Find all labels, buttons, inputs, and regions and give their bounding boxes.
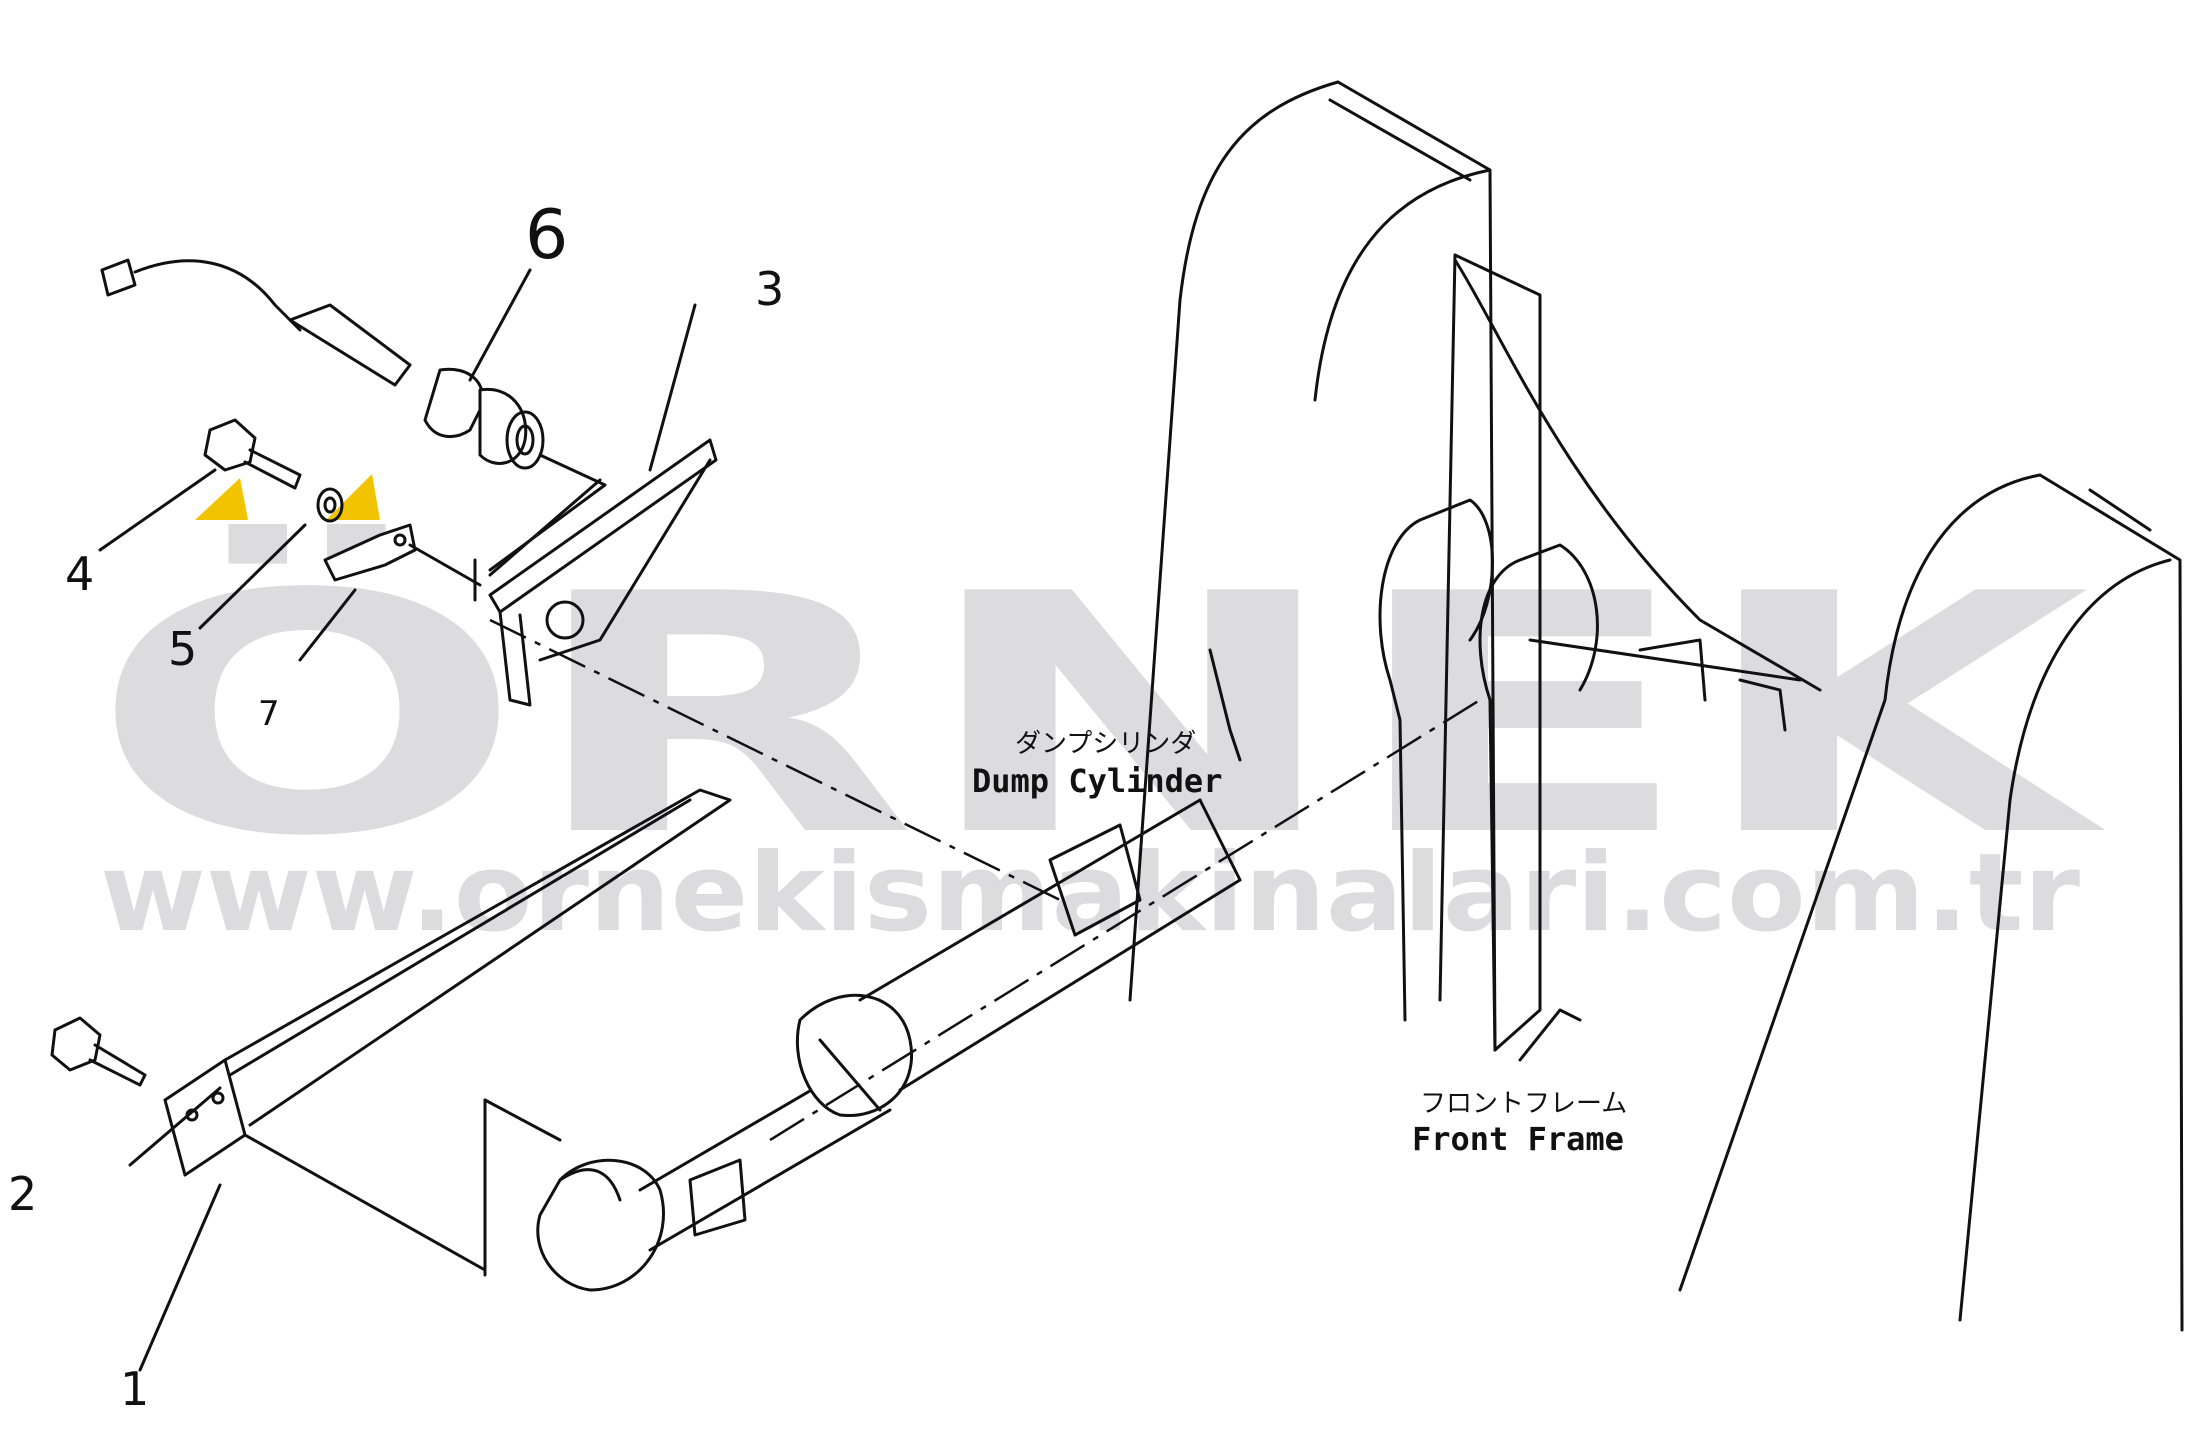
component-labels: ダンプシリンダ Dump Cylinder フロントフレーム Front Fra… <box>972 729 1627 1158</box>
watermark-brand: ÖRNEK <box>90 521 2109 908</box>
part-1-bracket <box>163 788 732 1277</box>
callout-4: 4 <box>65 547 94 601</box>
part-4-bolt <box>203 418 302 490</box>
callout-6: 6 <box>525 196 568 275</box>
watermark: ÖRNEK www.ornekismakinalari.com.tr <box>90 474 2109 956</box>
front-frame-label-jp: フロントフレーム <box>1420 1089 1627 1119</box>
leader-lines <box>98 268 1582 1372</box>
phantom-line <box>489 618 1061 902</box>
dump-cylinder-label: Dump Cylinder <box>972 762 1222 800</box>
watermark-accent-right <box>326 474 380 520</box>
front-frame-label: Front Frame <box>1412 1120 1624 1158</box>
dump-cylinder-label-jp: ダンプシリンダ <box>1015 729 1196 759</box>
callout-1: 1 <box>120 1362 149 1416</box>
callout-7: 7 <box>258 694 280 734</box>
watermark-accent-left <box>195 478 248 520</box>
callouts: 1 2 3 4 5 6 7 <box>8 196 784 1416</box>
callout-2: 2 <box>8 1167 37 1221</box>
part-6-sensor <box>100 258 607 572</box>
dump-cylinder <box>536 798 1242 1292</box>
watermark-url: www.ornekismakinalari.com.tr <box>100 831 2080 956</box>
callout-5: 5 <box>168 622 197 676</box>
phantom-line-cylinder <box>769 698 1481 1142</box>
part-2-bolt <box>50 1016 147 1087</box>
callout-3: 3 <box>755 262 784 316</box>
part-7-clip <box>323 523 482 587</box>
part-5-washer <box>316 487 344 523</box>
part-3-plate <box>473 438 718 707</box>
front-frame <box>1128 80 2184 1332</box>
